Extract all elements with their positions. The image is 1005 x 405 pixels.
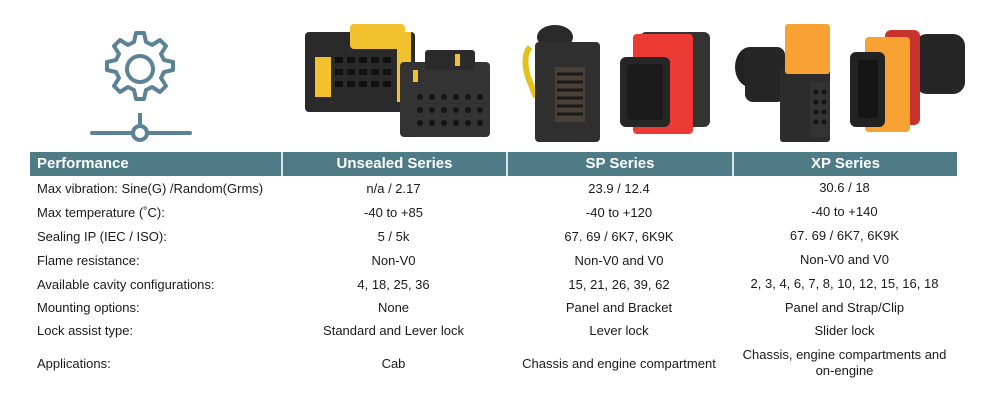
sp-value: Panel and Bracket: [565, 300, 673, 315]
table-row: Mounting options: None Panel and Bracket…: [30, 296, 957, 319]
row-label: Sealing IP (IEC / ISO):: [37, 228, 167, 244]
row-label: Max vibration: Sine(G) /Random(Grms): [37, 180, 264, 196]
sp-value: 67. 69 / 6K7, 6K9K: [564, 228, 674, 244]
unsealed-value: 5 / 5k: [377, 228, 410, 244]
xp-value: Slider lock: [814, 322, 875, 338]
header-unsealed-series: Unsealed Series: [281, 152, 506, 176]
xp-value: 30.6 / 18: [819, 180, 870, 195]
xp-value: Non-V0 and V0: [800, 252, 889, 267]
unsealed-value: -40 to +85: [364, 204, 423, 220]
row-label: Mounting options:: [37, 300, 140, 315]
sp-value: 23.9 / 12.4: [588, 180, 650, 196]
sp-value: 15, 21, 26, 39, 62: [568, 276, 670, 292]
unsealed-series-connectors-image: [295, 12, 505, 147]
xp-value: 2, 3, 4, 6, 7, 8, 10, 12, 15, 16, 18: [750, 276, 939, 291]
sp-value: -40 to +120: [585, 204, 653, 220]
row-label: Flame resistance:: [37, 252, 140, 268]
row-label: Available cavity configurations:: [37, 276, 215, 292]
unsealed-value: Cab: [381, 355, 406, 371]
table-row: Flame resistance: Non-V0 Non-V0 and V0 N…: [30, 248, 957, 272]
table-row: Applications: Cab Chassis and engine com…: [30, 342, 957, 384]
table-body: Max vibration: Sine(G) /Random(Grms) n/a…: [30, 176, 957, 384]
xp-series-connectors-image: [730, 12, 975, 147]
xp-value: 67. 69 / 6K7, 6K9K: [789, 228, 900, 243]
table-row: Max temperature (˚C): -40 to +85 -40 to …: [30, 200, 957, 224]
unsealed-value: Standard and Lever lock: [323, 323, 464, 338]
unsealed-value: 4, 18, 25, 36: [357, 276, 430, 292]
xp-value: Panel and Strap/Clip: [784, 299, 905, 315]
table-row: Available cavity configurations: 4, 18, …: [30, 272, 957, 296]
table-row: Sealing IP (IEC / ISO): 5 / 5k 67. 69 / …: [30, 224, 957, 248]
table-header: Performance Unsealed Series SP Series XP…: [30, 152, 957, 176]
header-performance: Performance: [37, 155, 129, 172]
xp-value: Chassis, engine compartments and on-engi…: [742, 347, 947, 378]
unsealed-value: None: [377, 300, 410, 315]
table-row: Max vibration: Sine(G) /Random(Grms) n/a…: [30, 176, 957, 200]
row-label: Applications:: [37, 355, 111, 371]
unsealed-value: n/a / 2.17: [366, 180, 421, 196]
header-sp-series: SP Series: [506, 152, 732, 176]
table-row: Lock assist type: Standard and Lever loc…: [30, 319, 957, 342]
sp-value: Lever lock: [589, 323, 649, 338]
gear-network-icon: [80, 20, 200, 145]
sp-value: Non-V0 and V0: [574, 252, 664, 268]
row-label: Lock assist type:: [37, 323, 134, 338]
sp-value: Chassis and engine compartment: [522, 355, 716, 371]
header-xp-series: XP Series: [732, 152, 957, 176]
sp-series-connectors-image: [515, 12, 720, 147]
row-label: Max temperature (˚C):: [37, 204, 165, 220]
unsealed-value: Non-V0: [371, 252, 416, 268]
xp-value: -40 to +140: [811, 204, 878, 219]
